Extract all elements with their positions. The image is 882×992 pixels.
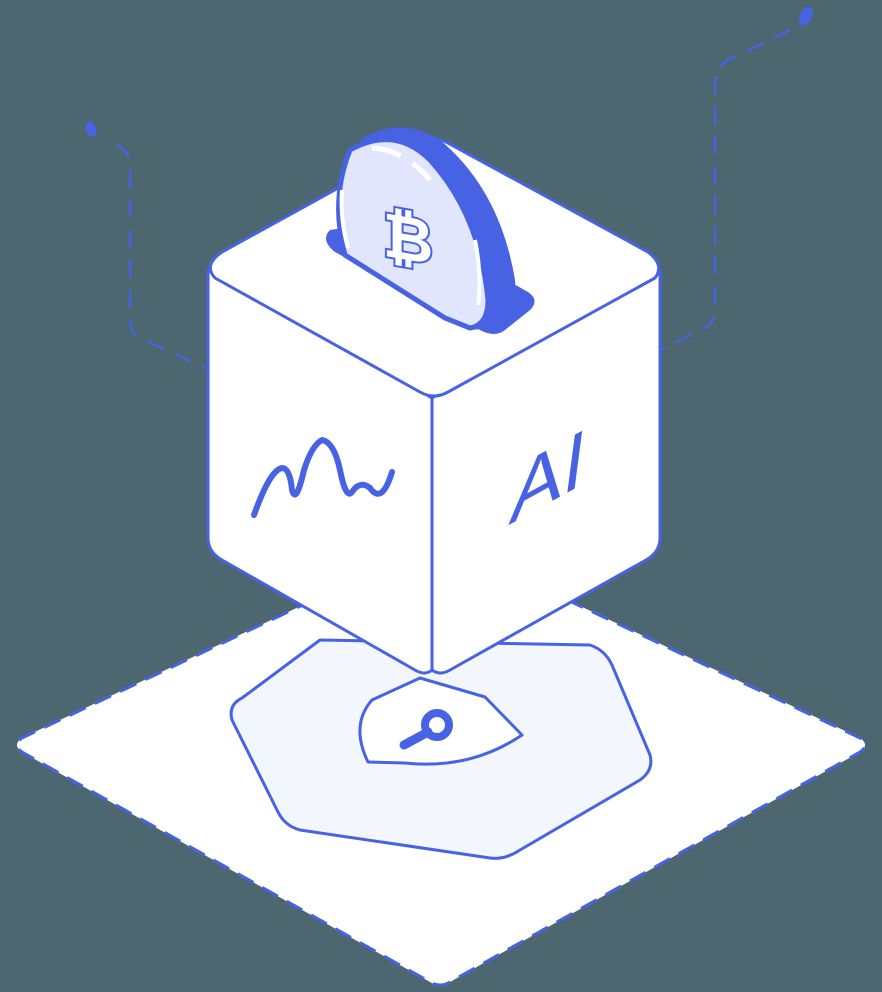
bitcoin-coin: ₿ bbox=[336, 127, 516, 331]
dashed-connector-left bbox=[85, 121, 206, 370]
dashed-connector-right bbox=[659, 6, 813, 352]
shield-key-icon bbox=[358, 676, 524, 766]
wave-chart-icon bbox=[251, 437, 395, 518]
bitcoin-icon: ₿ bbox=[383, 200, 434, 278]
